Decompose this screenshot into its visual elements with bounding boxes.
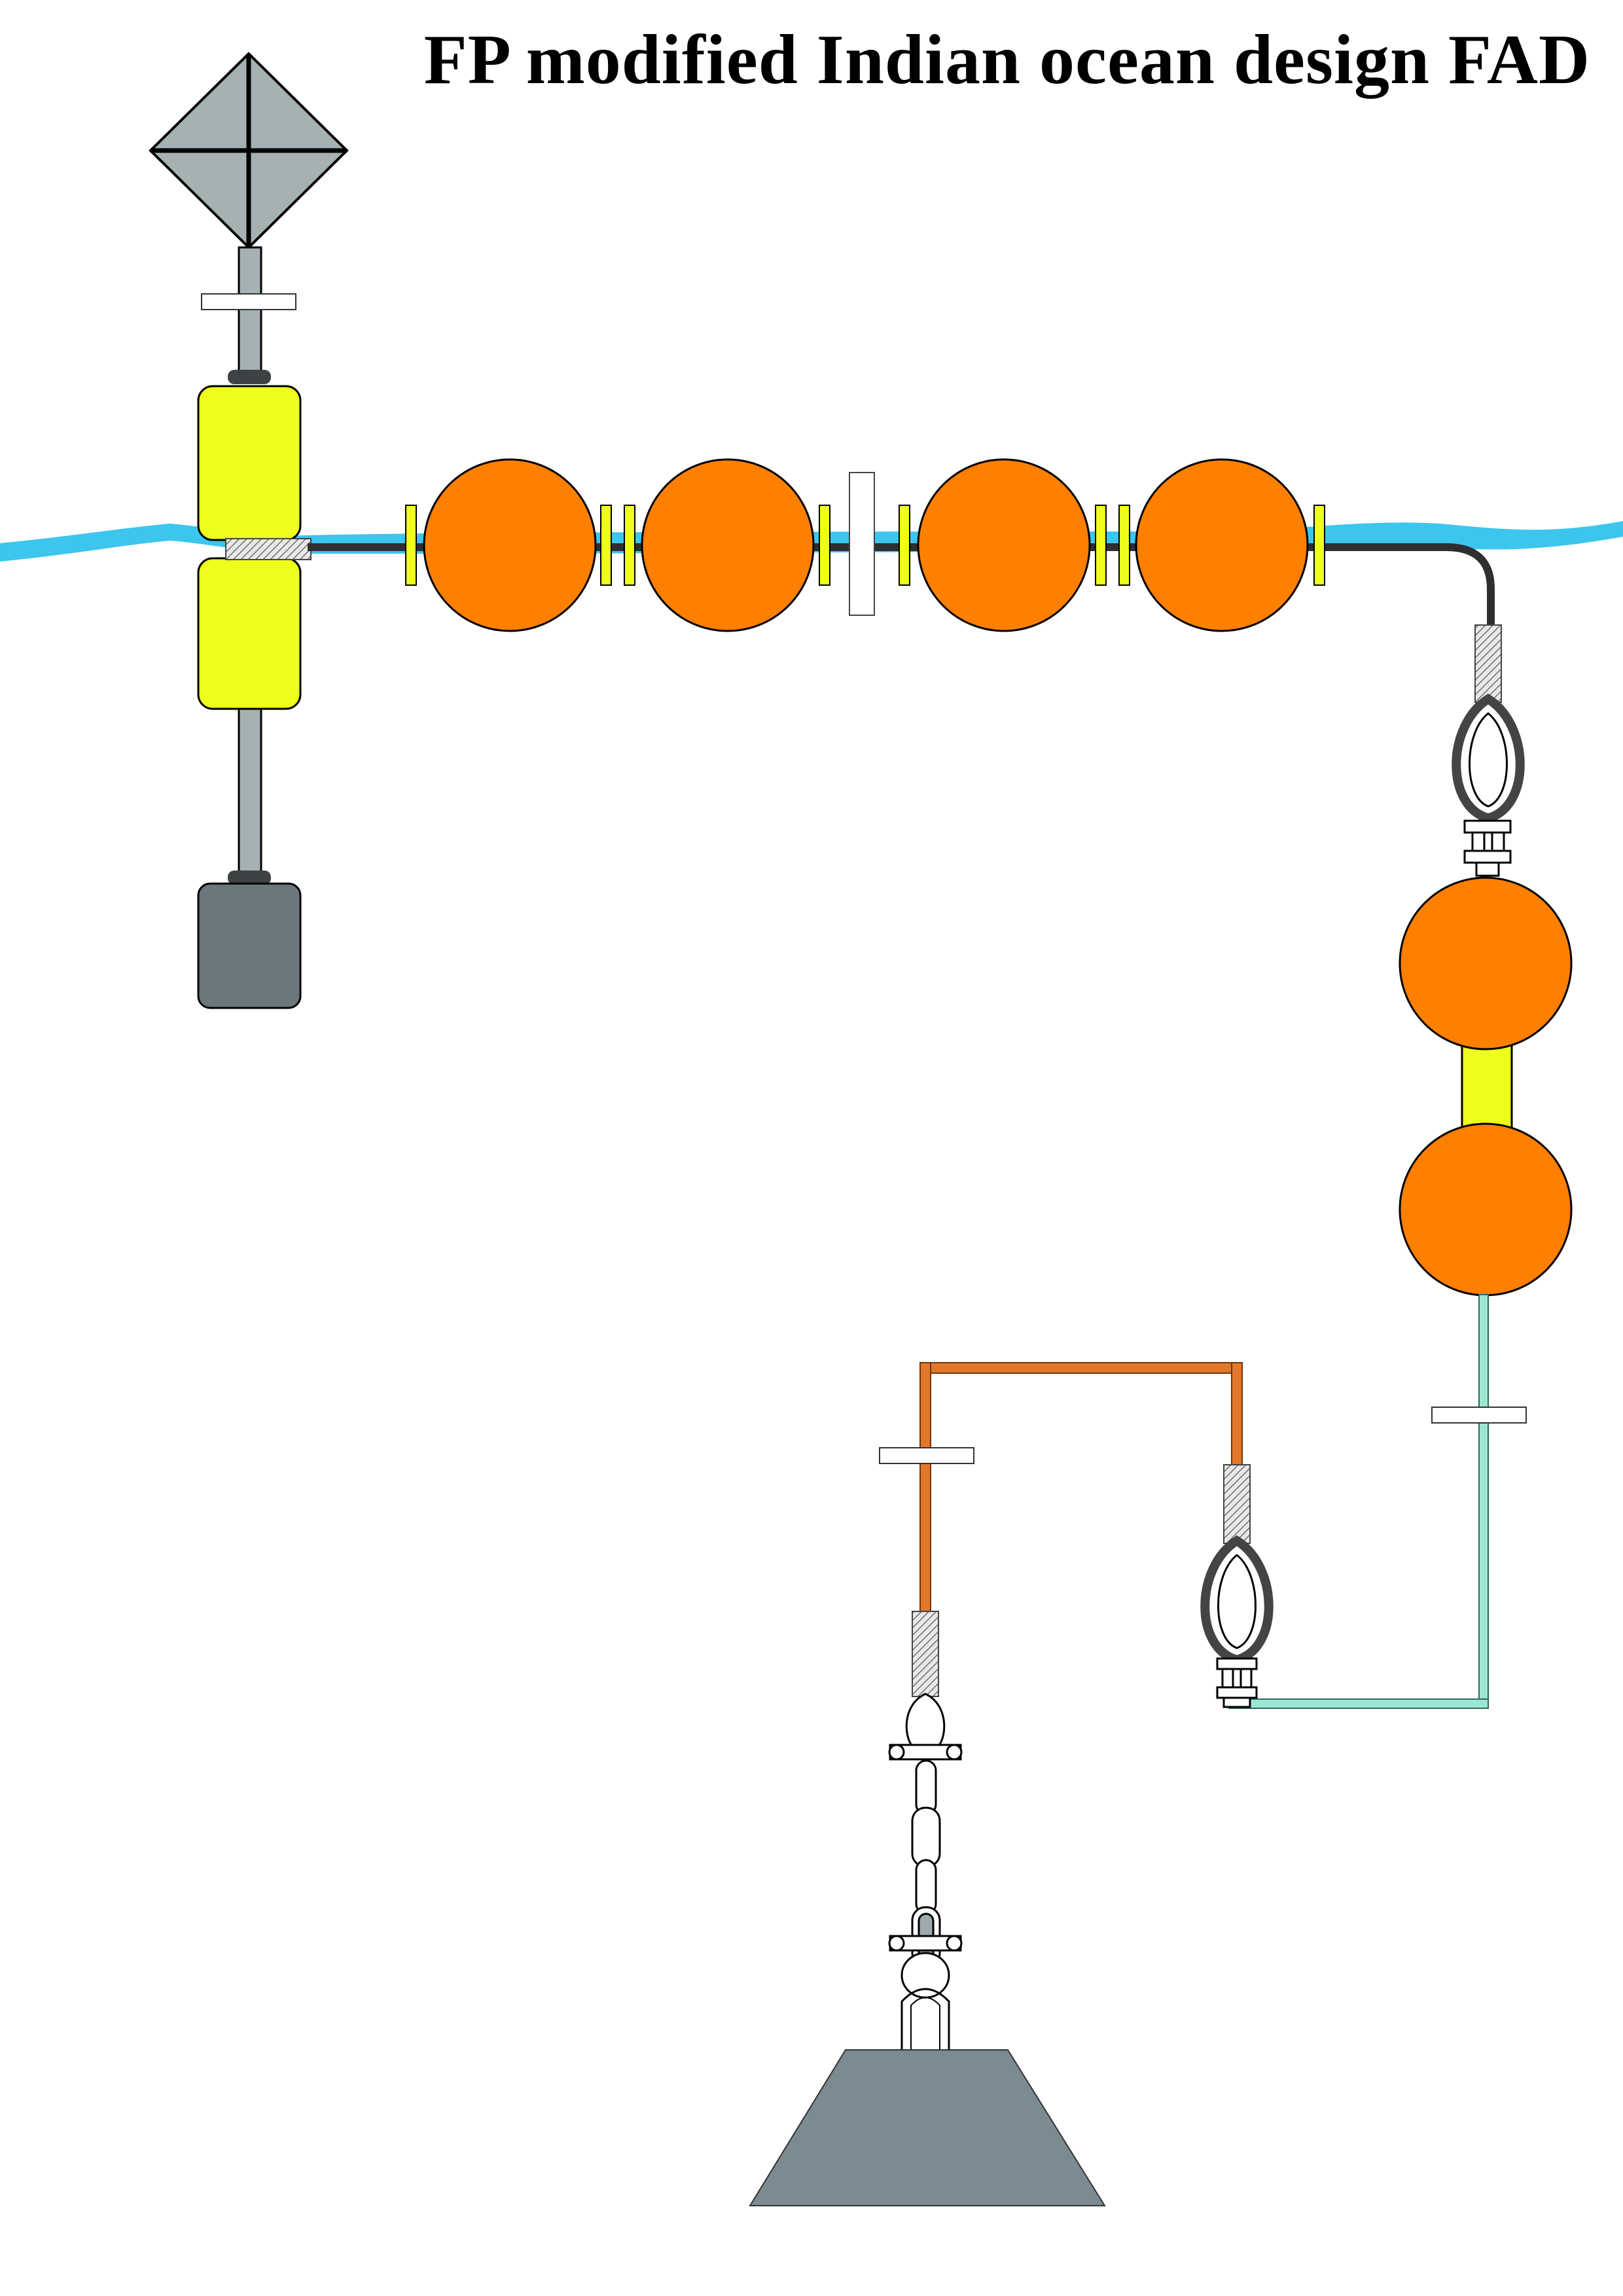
shackle-icon bbox=[888, 1935, 963, 1999]
rope-splice bbox=[912, 1611, 939, 1697]
surface-float-string bbox=[405, 458, 1325, 632]
anchor-bail bbox=[901, 1988, 950, 2050]
orange-rope bbox=[879, 1362, 1243, 1615]
wire-clamp-icon bbox=[1216, 1657, 1258, 1708]
pole-float-lower bbox=[197, 557, 302, 710]
thimble-eye-icon bbox=[1200, 1464, 1274, 1665]
wire-clamp-icon bbox=[1463, 819, 1512, 877]
flag-pole bbox=[201, 246, 296, 885]
thimble-eye-icon bbox=[1452, 624, 1525, 823]
shackle-icon bbox=[888, 1693, 963, 1761]
chain-link-icon bbox=[911, 1759, 941, 1967]
pole-float-upper bbox=[197, 385, 302, 541]
radar-reflector-icon bbox=[149, 52, 349, 249]
subsurface-floats bbox=[1399, 876, 1573, 1297]
counterweight bbox=[197, 882, 302, 1009]
main-line bbox=[308, 543, 1495, 628]
pole-collar bbox=[225, 538, 312, 560]
page-title: FP modified Indian ocean design FAD bbox=[423, 21, 1590, 99]
green-rope bbox=[1228, 1294, 1527, 1709]
anchor-block bbox=[749, 2049, 1106, 2206]
